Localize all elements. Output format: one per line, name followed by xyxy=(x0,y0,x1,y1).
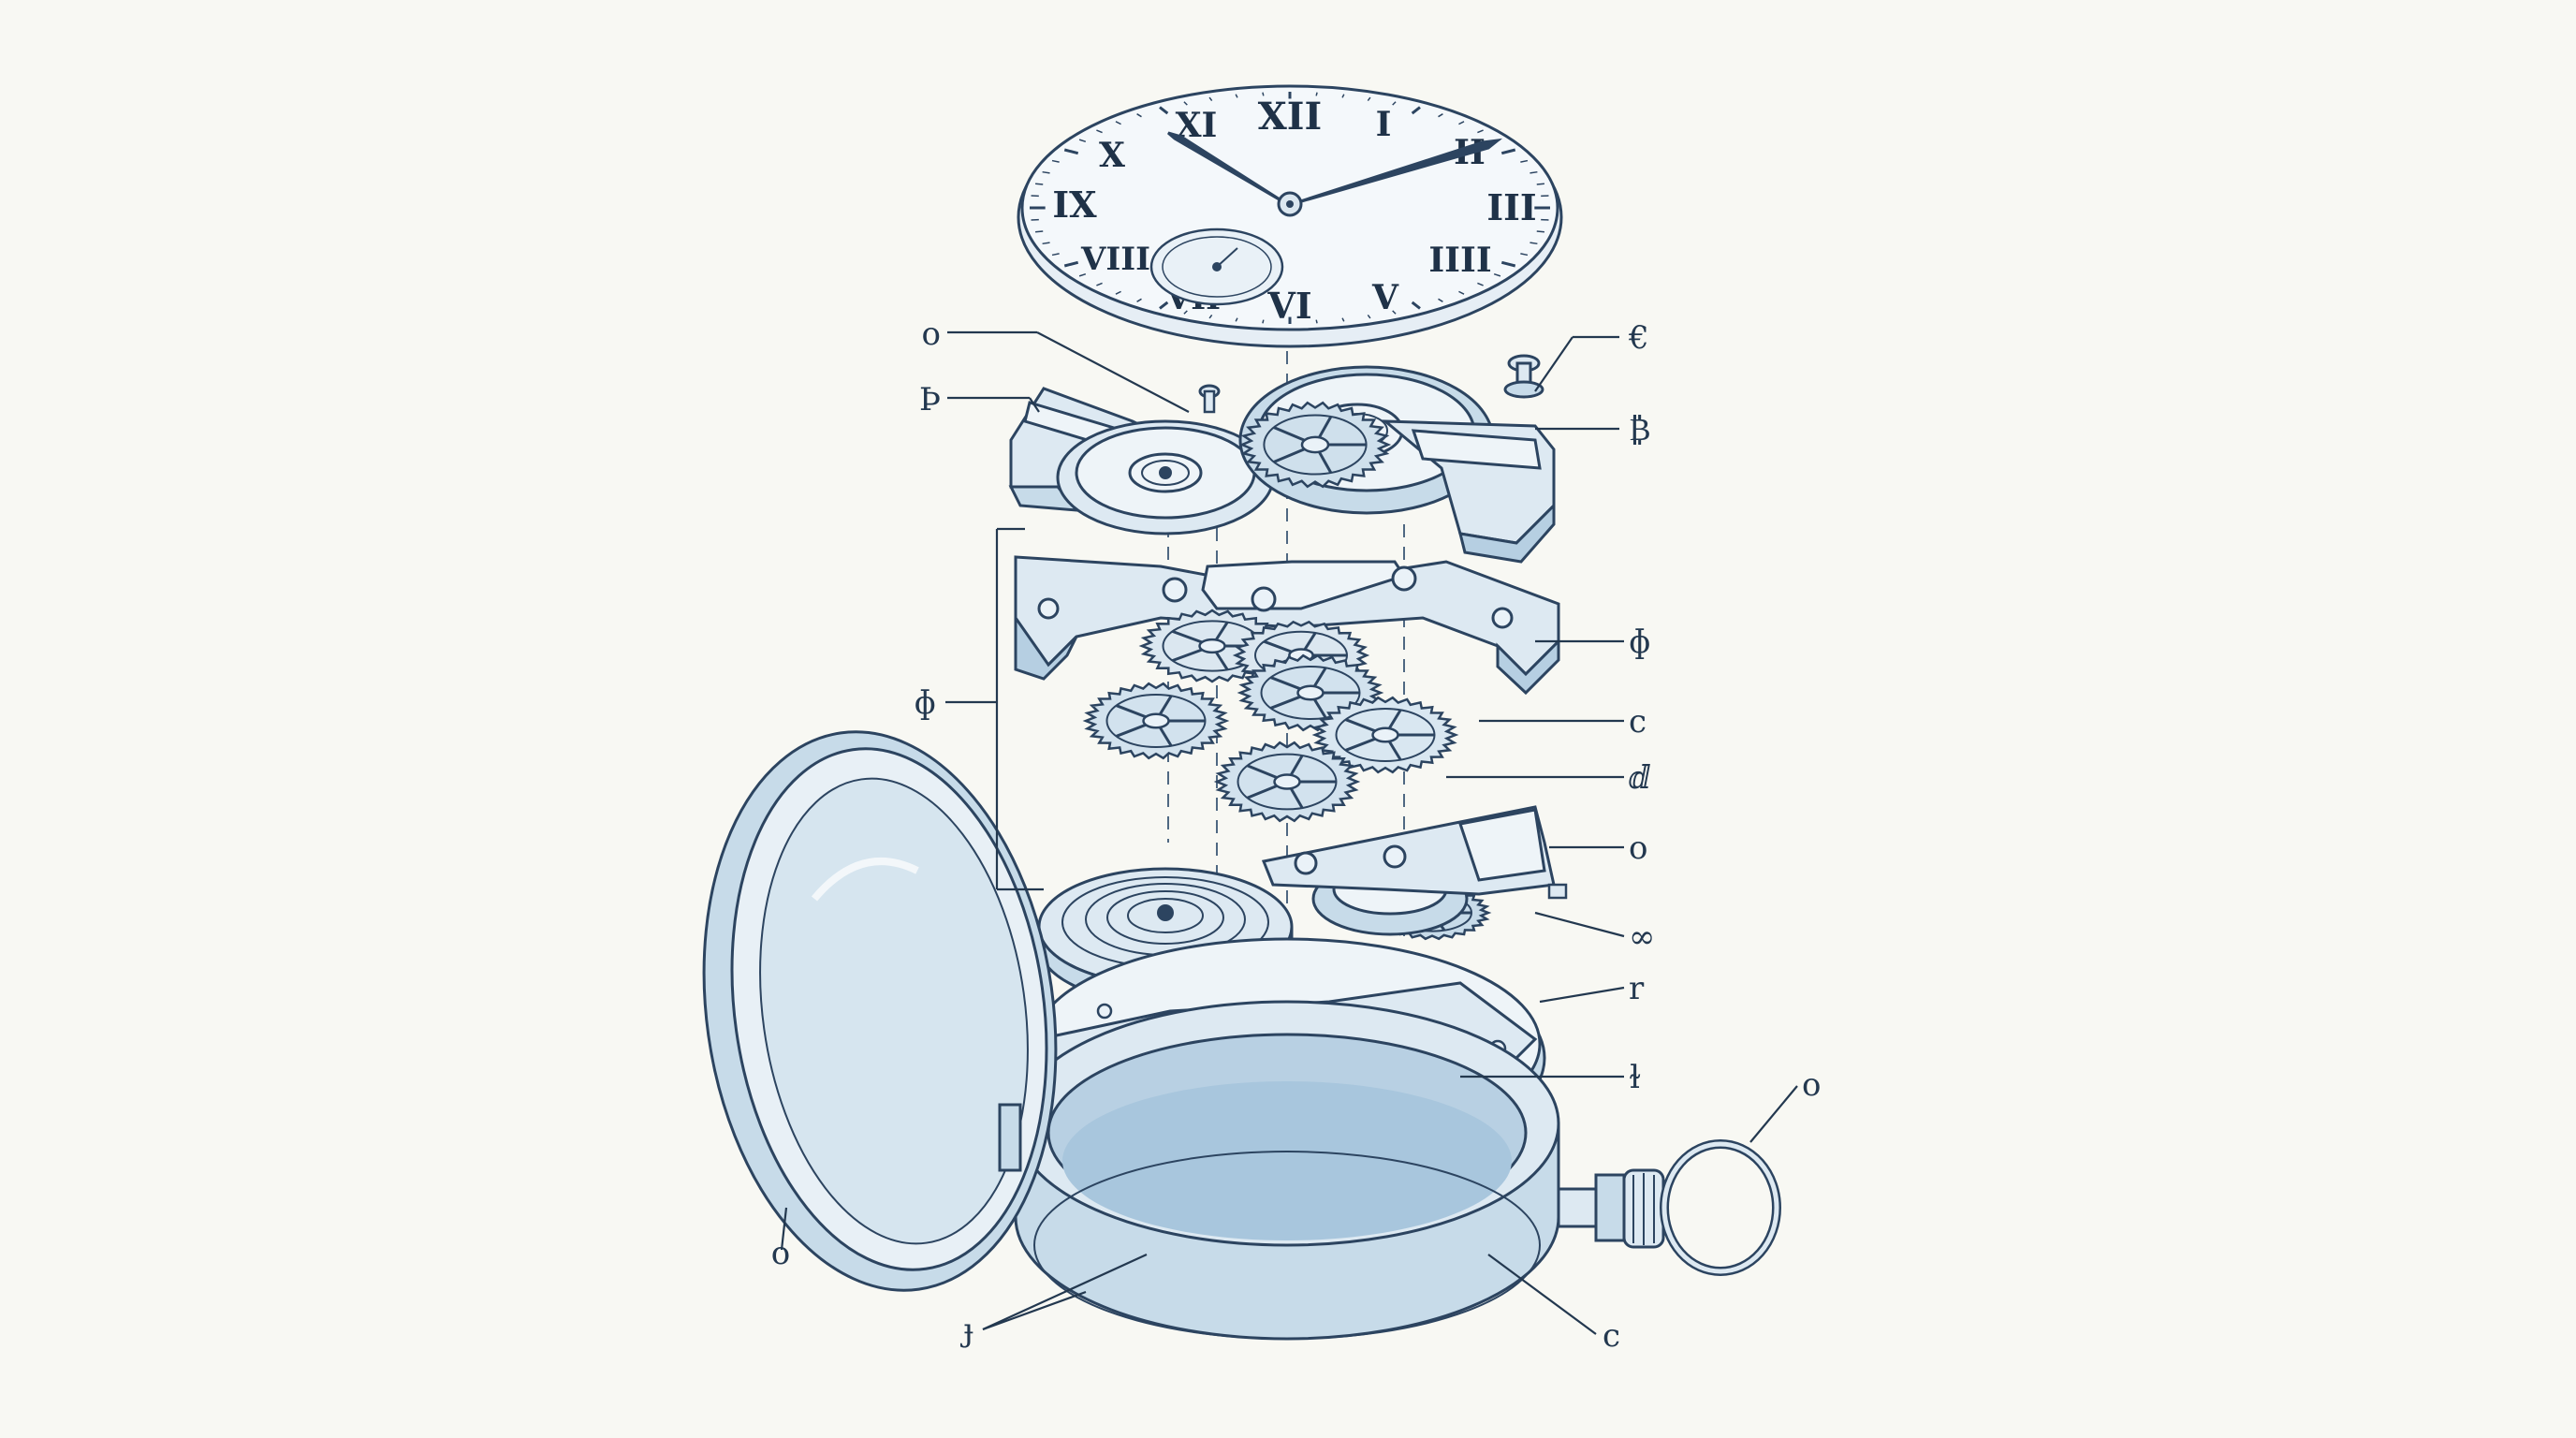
dial-tick xyxy=(1035,230,1044,233)
dial-tick xyxy=(1078,139,1087,143)
dial-tick xyxy=(1530,170,1538,174)
dial-minute-ticks xyxy=(1030,92,1550,324)
dial-tick xyxy=(1208,314,1213,319)
callout-leaders xyxy=(780,330,1798,1335)
train-bridge xyxy=(1014,555,1560,696)
dial-tick xyxy=(1520,159,1529,163)
dial-tick xyxy=(1536,183,1544,185)
dial-tick xyxy=(1315,319,1318,324)
gear-wheel xyxy=(1238,401,1392,489)
callout-label: ₿ xyxy=(1629,411,1651,448)
dial-tick xyxy=(1159,106,1169,115)
dial-tick xyxy=(1063,260,1079,268)
dial-tick xyxy=(1493,272,1501,277)
dial-numeral: X xyxy=(1099,136,1125,175)
callout-label: Þ xyxy=(919,381,941,418)
callout-label: o xyxy=(922,315,941,353)
dial-numeral: IX xyxy=(1052,183,1097,226)
callout-label: o xyxy=(1802,1066,1821,1104)
dial-tick xyxy=(1438,298,1443,302)
watch-hands xyxy=(1167,131,1503,217)
dial-tick xyxy=(1183,310,1188,315)
dial-tick xyxy=(1208,96,1213,102)
callout-label: € xyxy=(1628,319,1649,357)
callout-labels: o Þ € ₿ ɸ ɸ ϲ ⅆ o ∞ r ɫ o o ɟ ϲ xyxy=(771,315,1822,1355)
bow-ring xyxy=(1660,1139,1781,1276)
dial-tick xyxy=(1411,301,1421,310)
dial-numeral: VI xyxy=(1266,285,1311,327)
callout-label: ɸ xyxy=(1629,624,1651,661)
dial-tick xyxy=(1115,290,1121,295)
dial-tick xyxy=(1078,272,1087,277)
callout-label: ɫ xyxy=(1629,1059,1641,1096)
dial-numeral: V xyxy=(1371,278,1399,317)
callout-label: ∞ xyxy=(1629,918,1655,956)
dial-tick xyxy=(1262,92,1265,96)
dial-tick xyxy=(1341,94,1345,98)
dial-tick xyxy=(1035,183,1044,185)
dial-tick xyxy=(1438,113,1443,118)
watch-dial: XII I II III IIII V VI VII VIII IX X XI xyxy=(1017,84,1563,348)
dial-tick xyxy=(1262,319,1265,324)
dial-tick xyxy=(1115,121,1121,125)
dial-tick xyxy=(1315,92,1318,96)
dial-tick xyxy=(1536,230,1544,233)
dial-tick xyxy=(1520,253,1529,257)
screw-part xyxy=(1503,354,1544,399)
dial-tick xyxy=(1096,282,1103,286)
dial-tick xyxy=(1051,159,1060,163)
dial-tick xyxy=(1392,310,1397,315)
dial-tick xyxy=(1367,96,1371,102)
dial-tick xyxy=(1367,314,1371,319)
dial-tick xyxy=(1136,298,1142,302)
dial-tick xyxy=(1477,282,1484,286)
dial-numeral: III xyxy=(1486,186,1536,228)
dial-tick xyxy=(1136,113,1142,118)
dial-tick xyxy=(1042,170,1050,174)
dial-tick xyxy=(1411,106,1421,115)
dial-tick xyxy=(1159,301,1169,310)
hinged-lid xyxy=(702,730,1058,1292)
callout-label: ⅆ xyxy=(1629,759,1651,797)
dial-numeral: IIII xyxy=(1428,241,1491,280)
dial-tick xyxy=(1477,129,1484,134)
dial-tick xyxy=(1183,101,1188,106)
subsidiary-seconds-dial xyxy=(1149,227,1284,306)
watch-case xyxy=(1014,1000,1781,1341)
dial-tick xyxy=(1458,290,1465,295)
dial-tick xyxy=(1458,121,1465,125)
dial-tick xyxy=(1341,317,1345,322)
callout-label: o xyxy=(1629,829,1647,867)
callout-label: ɸ xyxy=(914,684,936,722)
dial-tick xyxy=(1051,253,1060,257)
gear-wheel xyxy=(1213,741,1361,823)
dial-numeral: XII xyxy=(1258,95,1322,139)
dial-tick xyxy=(1500,148,1516,155)
dial-tick xyxy=(1500,260,1516,268)
crown-pendant xyxy=(1557,1168,1665,1249)
dial-numeral: VIII xyxy=(1080,241,1150,278)
callout-label: ɟ xyxy=(959,1312,973,1349)
callout-label: o xyxy=(771,1235,790,1272)
dial-tick xyxy=(1042,242,1050,245)
dial-tick xyxy=(1096,129,1103,134)
dial-tick xyxy=(1235,94,1238,98)
callout-label: ϲ xyxy=(1603,1317,1620,1355)
dial-tick xyxy=(1235,317,1238,322)
dial-tick xyxy=(1392,101,1397,106)
dial-numeral: I xyxy=(1376,105,1392,144)
callout-label: ϲ xyxy=(1629,703,1647,741)
callout-label: r xyxy=(1629,970,1645,1007)
balance-cock xyxy=(1261,805,1568,936)
gear-wheel xyxy=(1311,696,1459,774)
dial-tick xyxy=(1063,148,1079,155)
gear-wheel xyxy=(1082,682,1230,760)
dial-tick xyxy=(1530,242,1538,245)
